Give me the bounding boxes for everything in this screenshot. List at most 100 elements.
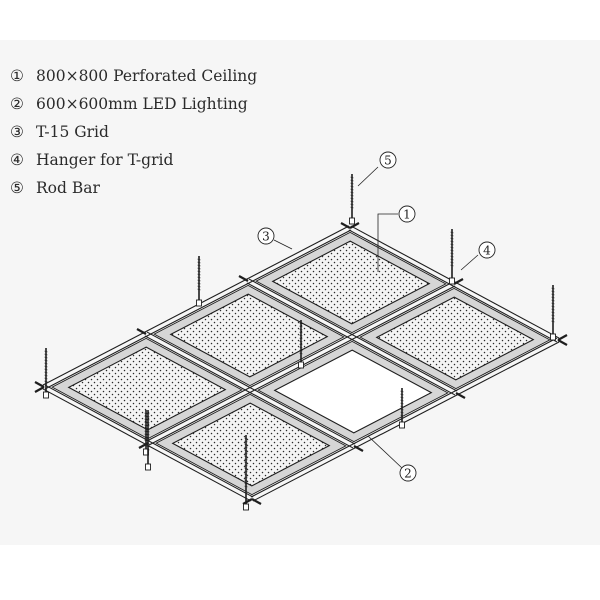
hanger-clip (349, 217, 355, 225)
rod-thread (144, 421, 148, 424)
rod-thread (244, 479, 248, 482)
rod-thread (146, 448, 150, 451)
led-light-panel (273, 349, 433, 434)
rod-thread (400, 390, 404, 393)
rod-thread (44, 356, 48, 359)
rod-bar (143, 410, 149, 456)
callout-2: 2 (367, 435, 417, 482)
legend-number: ② (10, 95, 24, 113)
rod-thread (450, 237, 454, 240)
rod-thread (44, 365, 48, 368)
grid-bar (144, 335, 354, 449)
grid-bar-end (557, 339, 568, 346)
rod-thread (299, 325, 303, 328)
rod-thread (146, 445, 150, 448)
rod-thread (551, 287, 555, 290)
rod-thread (197, 264, 201, 267)
hanger-clip (196, 299, 202, 307)
legend-number: ⑤ (10, 179, 24, 197)
rod-thread (244, 470, 248, 473)
grid-bar-end (340, 222, 351, 229)
legend-item-4: ④ Hanger for T-grid (10, 148, 257, 176)
rod-thread (551, 320, 555, 323)
rod-thread (450, 243, 454, 246)
rod-thread (44, 362, 48, 365)
legend-item-2: ② 600×600mm LED Lighting (10, 92, 257, 120)
rod-thread (400, 399, 404, 402)
rod-thread (44, 368, 48, 371)
rod-thread (450, 231, 454, 234)
hanger-clip (449, 277, 455, 285)
rod-thread (350, 203, 354, 206)
hanger-clip (298, 361, 304, 369)
rod-thread (244, 476, 248, 479)
grid-bar (44, 229, 352, 390)
rod-thread (350, 188, 354, 191)
rod-bar (145, 410, 151, 471)
callout-3: 3 (257, 227, 293, 250)
rod-thread (350, 176, 354, 179)
rod-thread (299, 343, 303, 346)
hanger-clip (43, 391, 49, 399)
rod-thread (551, 314, 555, 317)
grid-bar (350, 225, 560, 339)
rod-thread (197, 258, 201, 261)
callout-5: 5 (357, 151, 397, 187)
rod-thread (146, 442, 150, 445)
hanger-clip (243, 503, 249, 511)
rod-thread (44, 371, 48, 374)
rod-thread (244, 485, 248, 488)
rod-thread (144, 427, 148, 430)
grid-bar-end (557, 334, 568, 341)
rod-bar (449, 229, 455, 285)
grid-bar (42, 388, 252, 502)
rod-thread (44, 359, 48, 362)
rod-thread (450, 234, 454, 237)
rod-thread (144, 430, 148, 433)
rod-thread (450, 261, 454, 264)
rod-bar (349, 174, 355, 225)
rod-bar (43, 348, 49, 399)
rod-thread (197, 288, 201, 291)
legend-label: T-15 Grid (36, 123, 109, 141)
rod-thread (450, 246, 454, 249)
legend-label: 600×600mm LED Lighting (36, 95, 248, 113)
rod-thread (146, 430, 150, 433)
callout-3-label: 3 (262, 230, 270, 244)
rod-thread (450, 252, 454, 255)
perforated-panel (271, 240, 431, 325)
rod-thread (299, 331, 303, 334)
rod-thread (146, 412, 150, 415)
rod-thread (146, 436, 150, 439)
rod-thread (350, 206, 354, 209)
grid-bar-end (349, 222, 360, 229)
rod-thread (299, 349, 303, 352)
grid-bar-end (353, 445, 364, 452)
callout-2-label: 2 (404, 467, 412, 481)
rod-thread (244, 446, 248, 449)
legend-label: Hanger for T-grid (36, 151, 174, 169)
grid-bar (250, 337, 558, 498)
rod-thread (450, 240, 454, 243)
rod-thread (146, 424, 150, 427)
legend-number: ④ (10, 151, 24, 169)
rod-thread (197, 261, 201, 264)
callout-1-label: 1 (403, 208, 411, 222)
grid-bar (42, 225, 350, 386)
legend-number: ① (10, 67, 24, 85)
rod-thread (299, 337, 303, 340)
rod-thread (244, 455, 248, 458)
hangers (43, 174, 556, 511)
rod-thread (400, 402, 404, 405)
rod-thread (244, 467, 248, 470)
callout-4-label: 4 (483, 244, 491, 258)
grid-bar (348, 229, 558, 343)
rod-thread (244, 464, 248, 467)
rod-thread (144, 439, 148, 442)
t-grid (34, 222, 568, 505)
rod-thread (197, 285, 201, 288)
perforated-panel (171, 402, 331, 487)
